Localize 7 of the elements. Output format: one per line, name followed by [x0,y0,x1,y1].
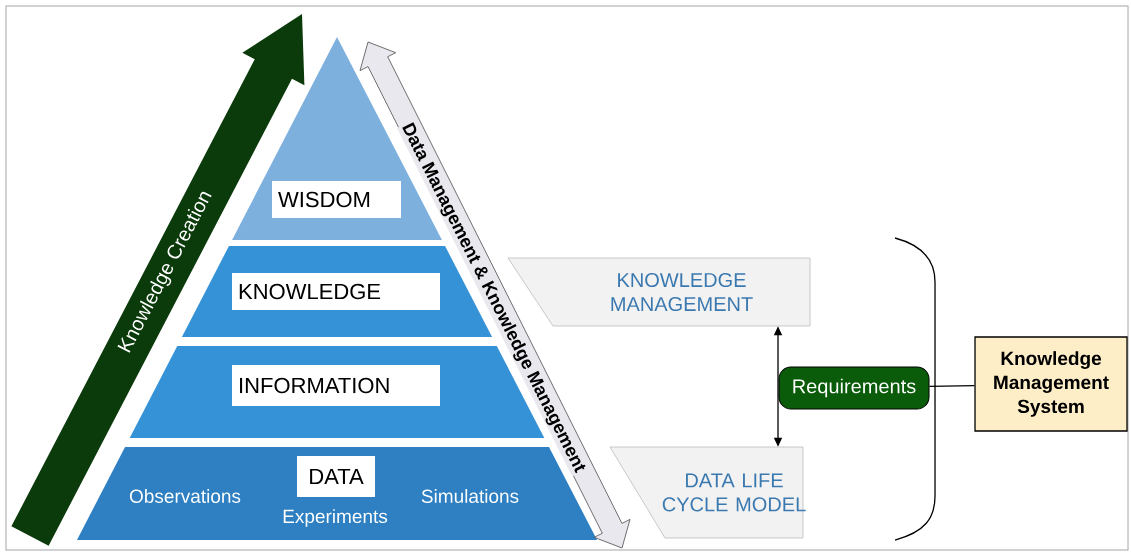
level-text: Simulations [421,489,519,503]
system-box: Knowledge Management System [974,336,1128,432]
level-text: Observations [129,489,241,503]
pill-box: Requirements [778,366,930,410]
connector [928,384,975,388]
level-text: Experiments [283,509,388,527]
slanted-box: DATA LIFE CYCLE MODEL [609,446,806,539]
